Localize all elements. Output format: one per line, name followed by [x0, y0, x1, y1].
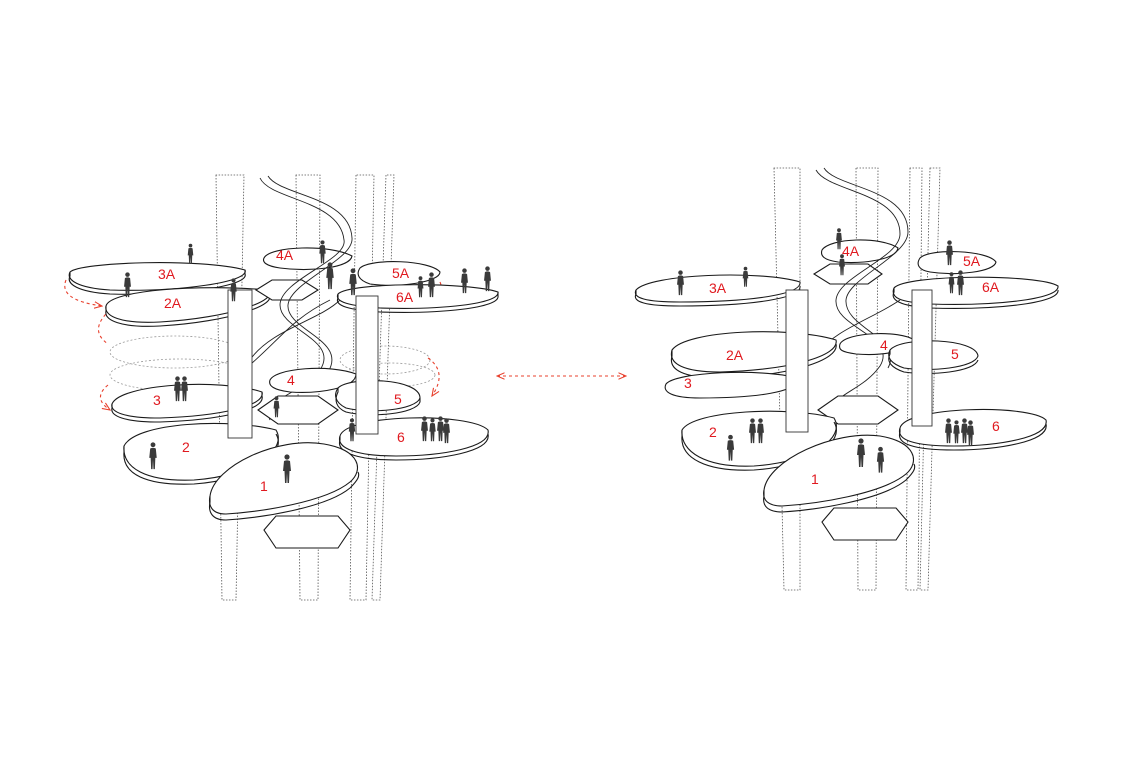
label-6-right: 6 [992, 418, 1000, 434]
pole-left-2 [355, 295, 379, 435]
platform-1 [208, 442, 360, 521]
label-3A: 3A [158, 266, 176, 282]
label-4A: 4A [276, 247, 294, 263]
pod-right [821, 507, 909, 541]
platform-2A-right [670, 331, 837, 379]
label-6A: 6A [396, 289, 414, 305]
pod-left [263, 515, 351, 549]
pole-right-1 [785, 289, 809, 433]
helix-stair-right [815, 169, 901, 415]
label-3A-right: 3A [709, 280, 727, 296]
platform-5-right [888, 340, 979, 374]
strut-left-1 [249, 299, 341, 361]
label-3-right: 3 [684, 375, 692, 391]
platform-6A-right [892, 276, 1059, 309]
label-5-right: 5 [951, 346, 959, 362]
label-1-right: 1 [811, 471, 819, 487]
label-2: 2 [182, 439, 190, 455]
helix-stair-left-2 [267, 175, 353, 373]
rotation-arrow-3 [99, 384, 110, 410]
diagram-right: 3A 4A 5A 6A 2A 4 5 3 2 6 1 [634, 167, 1059, 591]
label-2-right: 2 [709, 424, 717, 440]
label-6A-right: 6A [982, 279, 1000, 295]
strut-left-2 [243, 299, 331, 371]
rotation-arrow-2 [97, 309, 111, 345]
platform-1-right [763, 434, 916, 513]
label-1: 1 [260, 478, 268, 494]
pole-left-1 [227, 289, 253, 439]
hub-middle-right [817, 395, 899, 425]
diagram-left: 3A 2A 4A 5A 6A 3 4 5 2 6 1 [64, 174, 499, 601]
label-5A-right: 5A [963, 253, 981, 269]
label-6: 6 [397, 429, 405, 445]
label-2A-right: 2A [726, 347, 744, 363]
rotation-arrow-1 [64, 279, 102, 306]
label-5: 5 [394, 391, 402, 407]
rotation-arrow-5 [427, 357, 440, 396]
hub-upper-right [812, 263, 883, 285]
label-5A: 5A [392, 265, 410, 281]
pole-right-2 [911, 289, 933, 427]
label-4: 4 [287, 372, 295, 388]
label-4A-right: 4A [842, 243, 860, 259]
platform-5A-right [917, 251, 997, 275]
label-4-right: 4 [880, 337, 888, 353]
platform-3 [111, 383, 263, 423]
label-2A: 2A [164, 295, 182, 311]
label-3: 3 [153, 392, 161, 408]
platform-4A-right [820, 239, 899, 263]
